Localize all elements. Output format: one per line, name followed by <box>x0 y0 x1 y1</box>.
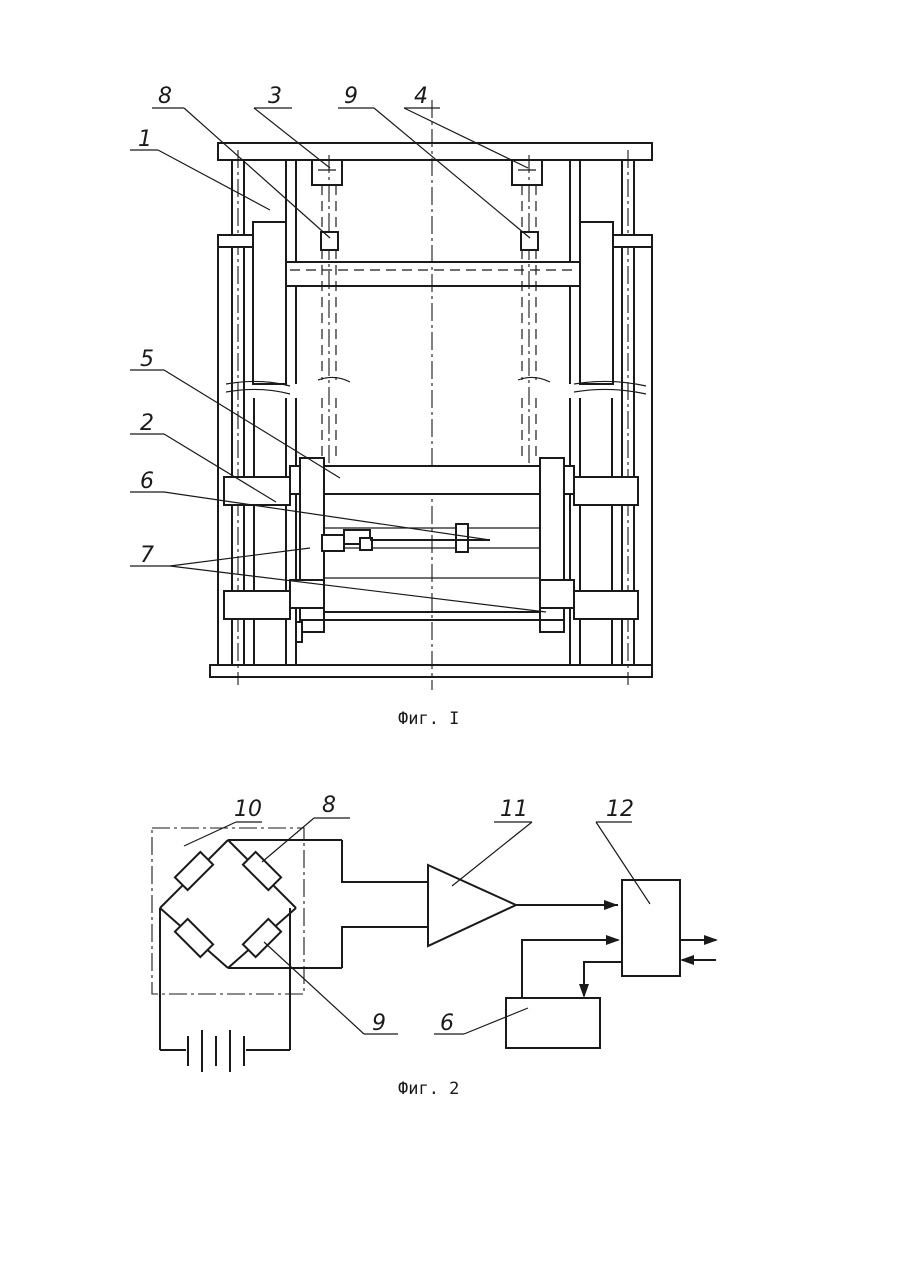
label-10: 10 <box>234 797 262 822</box>
resistor-bottom-left <box>175 919 213 957</box>
wire-bridge-to-amp-1 <box>342 840 428 882</box>
label-12: 12 <box>606 797 634 822</box>
block-6 <box>506 998 600 1048</box>
wire-6-to-12 <box>522 940 618 998</box>
label-8-fig2: 8 <box>322 793 336 818</box>
amplifier-11 <box>428 865 516 946</box>
measurement-bridge <box>160 840 342 968</box>
input-arrow <box>680 955 694 965</box>
wire-bridge-to-amp-2 <box>342 927 428 968</box>
wire-12-to-6 <box>584 962 622 996</box>
bridge-enclosure-10 <box>152 828 304 994</box>
block-12 <box>622 880 680 976</box>
label-11: 11 <box>500 797 528 822</box>
figure-2-caption: Фиг. 2 <box>398 1079 459 1099</box>
resistor-top-left <box>175 852 213 890</box>
arrow-head <box>579 984 589 998</box>
resistor-8 <box>243 852 281 890</box>
arrow-head <box>606 935 620 945</box>
label-9-fig2: 9 <box>372 1011 386 1036</box>
label-6-fig2: 6 <box>440 1011 454 1036</box>
output-arrow <box>704 935 718 945</box>
resistor-9 <box>243 919 281 957</box>
arrow-head <box>604 900 618 910</box>
